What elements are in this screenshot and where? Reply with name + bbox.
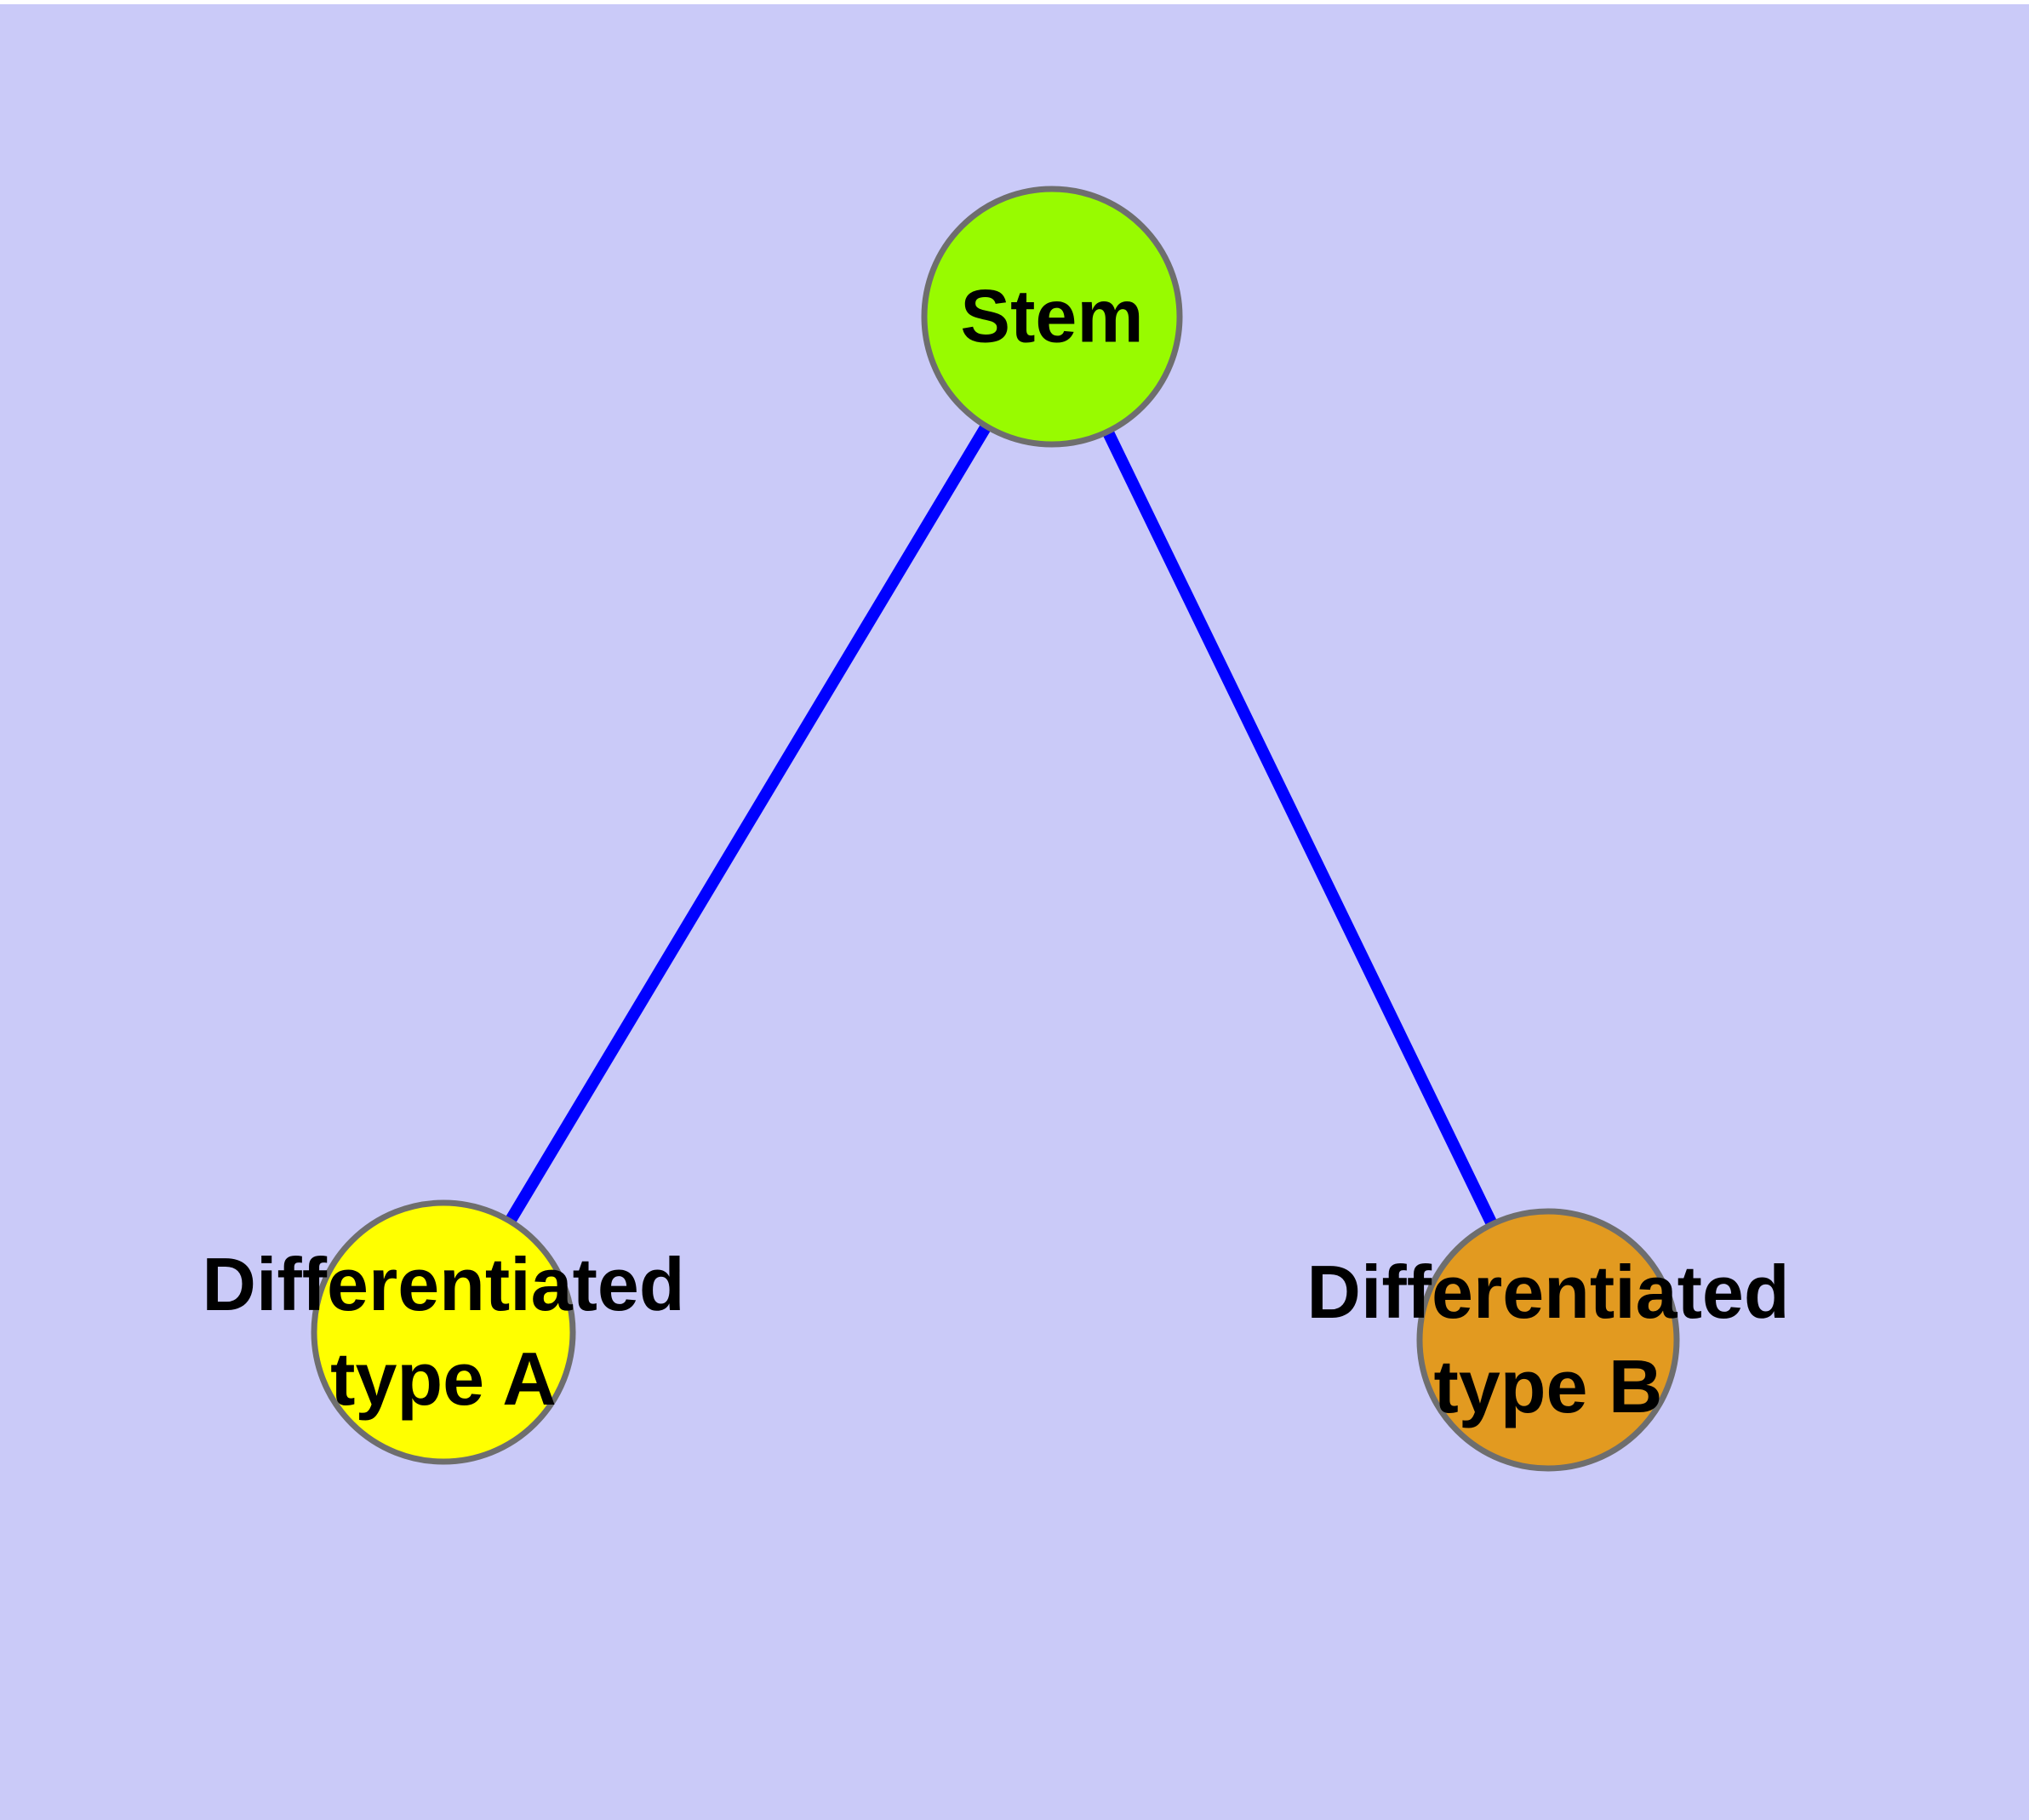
edge-stem-to-type-a bbox=[437, 313, 1058, 1336]
type-a-node[interactable] bbox=[311, 1199, 576, 1465]
type-b-node[interactable] bbox=[1416, 1208, 1680, 1472]
canvas-top-edge bbox=[0, 0, 2029, 4]
stem-node[interactable] bbox=[921, 186, 1183, 448]
edge-stem-to-type-b bbox=[1046, 313, 1554, 1343]
